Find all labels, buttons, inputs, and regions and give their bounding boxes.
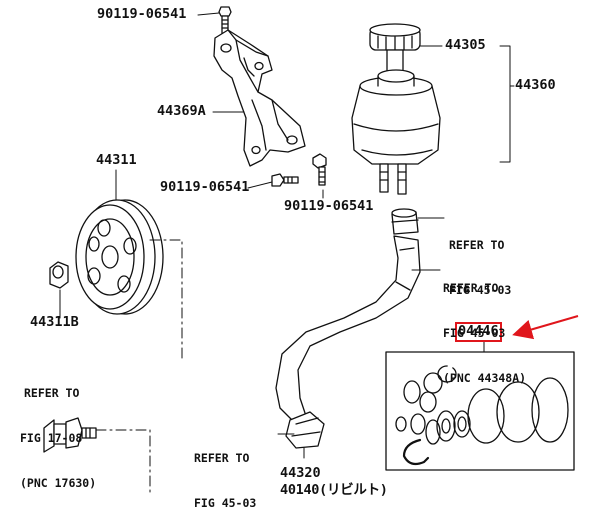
reference-line: FIG 45-03 <box>194 496 257 510</box>
reference-line: REFER TO <box>449 238 505 252</box>
part-number-pulley-nut[interactable]: 44311B <box>30 314 79 330</box>
reference-fig-45-03-lower[interactable]: REFER TO FIG 45-03 <box>194 421 256 526</box>
reference-line: (PNC 44348A) <box>443 371 527 385</box>
part-number-bolt-top[interactable]: 90119-06541 <box>97 6 187 22</box>
reference-fig-17-08[interactable]: REFER TO FIG 17-08 (PNC 17630) <box>20 356 96 506</box>
gasket-kit-box <box>385 351 575 471</box>
reference-line: FIG 45-03 <box>449 283 512 297</box>
part-number-reservoir-cap[interactable]: 44305 <box>445 37 486 53</box>
bolt-mid-left-drawing <box>271 173 299 187</box>
pulley-nut-drawing <box>49 261 69 289</box>
reference-fig-45-03-upper[interactable]: REFER TO FIG 45-03 <box>449 208 511 313</box>
hose-clamp-upper-drawing <box>391 208 419 235</box>
part-number-hose-alt[interactable]: 40140(リビルト) <box>280 482 388 498</box>
reference-line: REFER TO <box>24 386 80 400</box>
bolt-top-drawing <box>218 6 232 35</box>
part-number-bracket[interactable]: 44369A <box>157 103 206 119</box>
part-number-bolt-mid-left[interactable]: 90119-06541 <box>160 179 250 195</box>
reference-line: REFER TO <box>194 451 250 465</box>
pulley-drawing <box>75 199 164 315</box>
reference-fig-45-03-middle[interactable]: REFER TO FIG 45-03 (PNC 44348A) <box>443 251 526 401</box>
parts-diagram <box>43 6 579 496</box>
callout-arrow <box>512 315 579 340</box>
part-number-pulley[interactable]: 44311 <box>96 152 137 168</box>
reservoir-drawing <box>351 69 441 195</box>
bolt-mid-right-drawing <box>312 153 327 186</box>
part-number-bolt-mid-right[interactable]: 90119-06541 <box>284 198 374 214</box>
reference-line: REFER TO <box>443 281 499 295</box>
reference-line: FIG 17-08 <box>20 431 83 445</box>
part-number-reservoir[interactable]: 44360 <box>515 77 556 93</box>
reference-line: FIG 45-03 <box>443 326 506 340</box>
gasket-kit-parts <box>395 365 569 466</box>
reservoir-cap-drawing <box>369 23 421 77</box>
bracket-drawing <box>213 29 306 167</box>
part-number-gasket-kit[interactable]: 04446 <box>455 322 502 342</box>
reference-line: (PNC 17630) <box>20 476 97 490</box>
hose-clamp-lower-drawing <box>285 411 325 449</box>
part-number-hose[interactable]: 44320 <box>280 465 321 481</box>
coupling-drawing <box>43 417 97 453</box>
